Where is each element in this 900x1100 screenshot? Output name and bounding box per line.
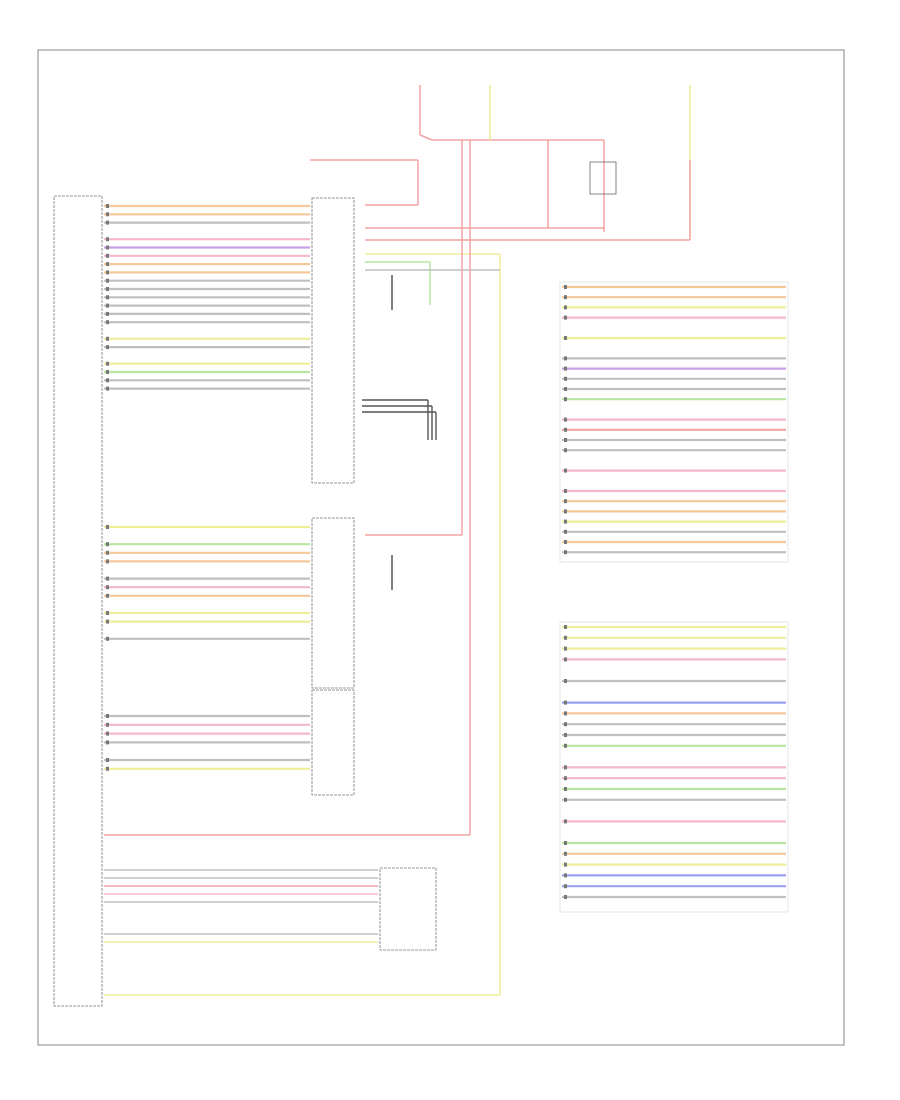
right-lower-connector	[559, 621, 789, 913]
left-wire-b-pin-8	[106, 593, 109, 598]
right-wire-group-a	[562, 285, 786, 555]
right-wire-b-pin-15	[564, 787, 567, 791]
transmission-wires	[104, 869, 378, 943]
left-wire-pin-21	[106, 378, 109, 383]
right-wire-b-pin-2	[564, 646, 567, 651]
left-wire-b-pin-4	[106, 559, 109, 564]
right-wire-a-pin-3	[564, 315, 567, 320]
right-wire-b-pin-8	[564, 711, 567, 716]
right-wire-a-pin-2	[564, 305, 567, 310]
right-wire-a-pin-0	[564, 285, 567, 289]
left-wire-c-pin-5	[106, 758, 109, 762]
left-wire-pin-2	[106, 220, 109, 225]
left-wire-pin-1	[106, 212, 109, 217]
center-connector-upper	[311, 197, 355, 484]
right-wire-b-pin-25	[564, 895, 567, 899]
left-wire-c-pin-3	[106, 740, 109, 745]
power-feed-lines	[104, 85, 691, 996]
diagram-border	[37, 49, 845, 1046]
right-wire-b-pin-22	[564, 862, 567, 867]
right-wire-a-pin-1	[564, 295, 567, 300]
left-wire-group	[104, 204, 310, 391]
right-wire-b-pin-21	[564, 851, 567, 856]
left-wire-pin-20	[106, 370, 109, 374]
left-wire-pin-19	[106, 361, 109, 366]
right-wire-b-pin-11	[564, 743, 567, 748]
left-wire-pin-22	[106, 386, 109, 391]
left-wire-c-pin-2	[106, 731, 109, 736]
left-module-box	[53, 195, 103, 1007]
left-wire-pin-4	[106, 237, 109, 242]
left-wire-b-pin-10	[106, 611, 109, 615]
right-wire-b-pin-0	[564, 625, 567, 629]
right-wire-a-pin-7	[564, 356, 567, 361]
right-wire-a-pin-26	[564, 550, 567, 555]
right-wire-b-pin-5	[564, 679, 567, 683]
left-wire-b-pin-13	[106, 636, 109, 641]
transmission-box	[379, 867, 437, 951]
left-wire-b-pin-0	[106, 525, 109, 529]
left-wire-pin-8	[106, 270, 109, 275]
left-wire-c-pin-0	[106, 714, 109, 718]
left-wire-pin-14	[106, 320, 109, 325]
right-wire-a-pin-23	[564, 519, 567, 524]
center-connector-bottom	[311, 689, 355, 796]
left-wire-c-pin-6	[106, 766, 109, 771]
right-wire-a-pin-13	[564, 417, 567, 422]
right-wire-a-pin-5	[564, 336, 567, 340]
right-wire-a-pin-11	[564, 397, 567, 402]
right-wire-b-pin-20	[564, 841, 567, 845]
right-wire-b-pin-1	[564, 635, 567, 640]
right-wire-a-pin-14	[564, 427, 567, 432]
right-wire-group-b	[562, 625, 786, 899]
left-wire-pin-0	[106, 204, 109, 208]
right-wire-b-pin-18	[564, 819, 567, 824]
center-connector-lower	[311, 517, 355, 689]
right-wire-b-pin-9	[564, 722, 567, 727]
left-wire-group-c	[104, 714, 310, 771]
left-wire-pin-5	[106, 245, 109, 250]
left-wire-c-pin-1	[106, 722, 109, 727]
left-wire-pin-9	[106, 278, 109, 283]
right-wire-a-pin-24	[564, 529, 567, 534]
right-wire-a-pin-18	[564, 468, 567, 473]
left-wire-b-pin-11	[106, 619, 109, 624]
left-wire-pin-6	[106, 253, 109, 258]
relay-box	[589, 161, 617, 195]
right-wire-b-pin-7	[564, 700, 567, 705]
right-wire-b-pin-10	[564, 733, 567, 737]
right-wire-a-pin-21	[564, 499, 567, 504]
left-wire-pin-12	[106, 303, 109, 308]
left-wire-b-pin-3	[106, 550, 109, 555]
right-wire-b-pin-14	[564, 776, 567, 781]
left-wire-b-pin-2	[106, 542, 109, 547]
left-wire-b-pin-6	[106, 576, 109, 581]
right-wire-b-pin-23	[564, 873, 567, 878]
left-wire-pin-11	[106, 295, 109, 300]
left-wire-pin-10	[106, 287, 109, 291]
left-wire-b-pin-7	[106, 585, 109, 590]
left-wire-group-b	[104, 525, 310, 641]
right-wire-a-pin-15	[564, 438, 567, 442]
left-wire-pin-17	[106, 345, 109, 350]
left-wire-pin-7	[106, 262, 109, 267]
left-wire-pin-13	[106, 311, 109, 316]
right-wire-a-pin-8	[564, 366, 567, 371]
right-wire-a-pin-9	[564, 376, 567, 381]
right-wire-a-pin-10	[564, 387, 567, 391]
right-wire-a-pin-25	[564, 540, 567, 544]
right-wire-a-pin-20	[564, 489, 567, 493]
right-wire-b-pin-16	[564, 797, 567, 802]
right-wire-b-pin-3	[564, 657, 567, 662]
right-wire-a-pin-16	[564, 448, 567, 453]
right-wire-b-pin-13	[564, 765, 567, 770]
right-wire-b-pin-24	[564, 884, 567, 889]
left-wire-pin-16	[106, 336, 109, 341]
ground-cluster	[362, 399, 437, 440]
right-upper-connector	[559, 281, 789, 563]
right-wire-a-pin-22	[564, 509, 567, 514]
